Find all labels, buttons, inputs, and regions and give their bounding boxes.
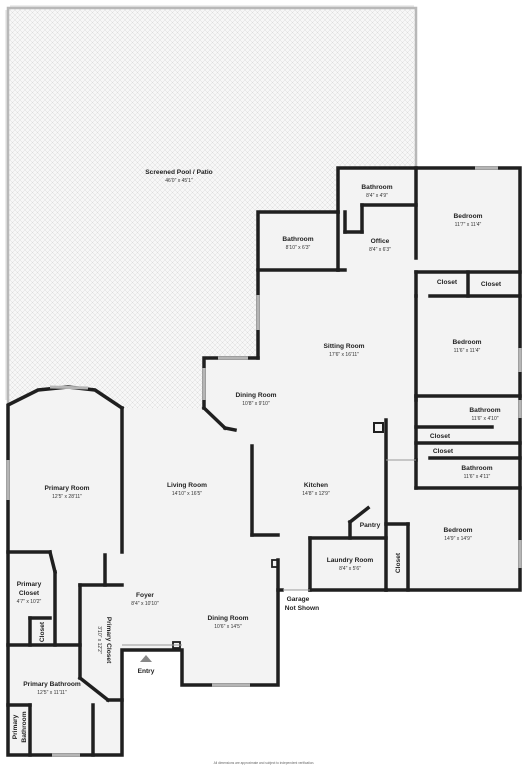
kitchen-dim: 14'8" x 12'9" bbox=[302, 491, 330, 497]
living-room-dim: 14'10" x 16'5" bbox=[172, 491, 202, 497]
garage-label-2: Not Shown bbox=[285, 605, 319, 612]
entry-label: Entry bbox=[138, 668, 155, 675]
laundry-room-label: Laundry Room bbox=[327, 557, 374, 564]
dining-room-top-dim: 10'8" x 9'10" bbox=[242, 401, 270, 407]
primary-closet-mid-label: Primary Closet bbox=[105, 617, 112, 664]
bedroom-top-dim: 11'7" x 11'4" bbox=[455, 222, 482, 228]
bedroom-low-dim: 14'9" x 14'9" bbox=[444, 536, 472, 542]
living-room-label: Living Room bbox=[167, 482, 207, 489]
primary-closet-left-label-2: Closet bbox=[19, 590, 40, 597]
bedroom-mid-dim: 11'6" x 11'4" bbox=[454, 348, 481, 354]
bathroom-low-label: Bathroom bbox=[461, 465, 492, 472]
primary-room-label: Primary Room bbox=[44, 485, 89, 492]
primary-closet-left-label-1: Primary bbox=[17, 581, 42, 588]
closet-c-label: Closet bbox=[430, 433, 451, 440]
house-floor bbox=[8, 168, 520, 755]
kitchen-label: Kitchen bbox=[304, 482, 328, 489]
primary-bathroom-label: Primary Bathroom bbox=[23, 681, 81, 688]
closet-f-label: Closet bbox=[39, 621, 46, 642]
bathroom-top-dim: 8'4" x 4'9" bbox=[366, 193, 388, 199]
closet-d-label: Closet bbox=[433, 448, 454, 455]
disclaimer-text: All dimensions are approximate and subje… bbox=[214, 761, 315, 765]
dining-room-top-label: Dining Room bbox=[235, 392, 276, 399]
bathroom-mid-label: Bathroom bbox=[469, 407, 500, 414]
screened-pool-area bbox=[5, 5, 418, 408]
closet-b-label: Closet bbox=[481, 281, 502, 288]
primary-bathroom-small-label-1: Primary bbox=[12, 714, 19, 739]
sitting-room-dim: 17'6" x 16'11" bbox=[329, 352, 359, 358]
interior-walls bbox=[6, 166, 522, 757]
room-labels: Screened Pool / Patio 46'0" x 45'1" Bath… bbox=[12, 169, 502, 765]
dining-room-low-dim: 10'6" x 14'5" bbox=[214, 624, 242, 630]
bathroom-left-label: Bathroom bbox=[282, 236, 313, 243]
sitting-room-label: Sitting Room bbox=[323, 343, 364, 350]
entry-arrow-icon bbox=[140, 655, 152, 662]
primary-closet-mid-dim: 3'10" x 12'2" bbox=[96, 626, 102, 654]
primary-bathroom-small-label-2: Bathroom bbox=[21, 711, 28, 742]
office-dim: 8'4" x 6'3" bbox=[369, 247, 391, 253]
dining-room-low-label: Dining Room bbox=[207, 615, 248, 622]
bathroom-low-dim: 11'6" x 4'11" bbox=[464, 474, 491, 480]
closet-e-label: Closet bbox=[395, 552, 402, 573]
screened-pool-dim: 46'0" x 45'1" bbox=[165, 178, 193, 184]
closet-a-label: Closet bbox=[437, 279, 458, 286]
laundry-room-dim: 8'4" x 5'6" bbox=[339, 566, 361, 572]
screened-pool-label: Screened Pool / Patio bbox=[145, 169, 212, 176]
bathroom-mid-dim: 11'6" x 4'10" bbox=[471, 416, 498, 422]
office-label: Office bbox=[371, 238, 390, 245]
bedroom-top-label: Bedroom bbox=[454, 213, 483, 220]
foyer-dim: 8'4" x 10'10" bbox=[131, 601, 159, 607]
foyer-label: Foyer bbox=[136, 592, 154, 599]
partition-lines bbox=[122, 459, 416, 646]
bathroom-left-dim: 8'10" x 6'3" bbox=[286, 245, 311, 251]
bedroom-low-label: Bedroom bbox=[444, 527, 473, 534]
bathroom-top-label: Bathroom bbox=[361, 184, 392, 191]
bedroom-mid-label: Bedroom bbox=[453, 339, 482, 346]
windows bbox=[6, 166, 522, 757]
pantry-label: Pantry bbox=[360, 522, 381, 529]
primary-closet-left-dim: 4'7" x 10'2" bbox=[17, 599, 42, 605]
primary-room-dim: 12'5" x 28'11" bbox=[52, 494, 82, 500]
garage-label-1: Garage bbox=[287, 596, 310, 603]
primary-bathroom-dim: 12'5" x 11'11" bbox=[37, 690, 67, 696]
